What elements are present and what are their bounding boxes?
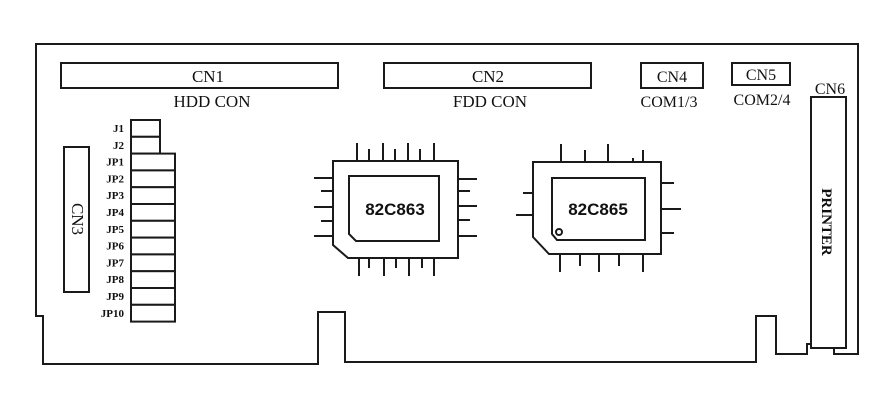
cn6-id: CN6 — [815, 81, 845, 98]
jumper-label: JP6 — [106, 241, 124, 253]
jumper-jp7 — [130, 253, 176, 273]
chip2-die — [551, 177, 646, 241]
chip1-label: 82C863 — [365, 200, 425, 219]
jumper-label: JP7 — [106, 257, 124, 269]
cn5-id: CN5 — [746, 67, 776, 84]
cn1-id: CN1 — [192, 67, 224, 86]
jumper-label: JP3 — [106, 190, 124, 202]
jumper-jp1 — [130, 152, 176, 172]
jumper-label: JP9 — [106, 291, 124, 303]
chip-82c863: 82C863 — [314, 143, 477, 276]
cn3-connector — [63, 146, 90, 293]
jumper-label: J1 — [113, 123, 124, 135]
chip1-body — [332, 160, 459, 259]
cn6-label: PRINTER — [818, 188, 834, 256]
cn4-connector — [640, 62, 704, 89]
jumper-jp3 — [130, 186, 176, 205]
cn2-id: CN2 — [472, 67, 504, 86]
jumper-jp4 — [130, 203, 176, 222]
board-outline — [35, 43, 859, 365]
cn4-label: COM1/3 — [641, 94, 698, 111]
jumper-jp5 — [130, 219, 176, 239]
chip1-die — [348, 175, 440, 242]
jumper-jp10 — [130, 303, 176, 323]
jumper-jp6 — [130, 236, 176, 256]
cn5-connector — [731, 62, 791, 86]
jumper-label: J2 — [113, 140, 125, 152]
cn1-connector — [60, 62, 339, 89]
jumper-label: JP4 — [106, 207, 124, 219]
chip1-pins — [314, 143, 477, 276]
cn3-id: CN3 — [68, 203, 87, 235]
chip2-label: 82C865 — [568, 200, 628, 219]
chip2-body — [532, 161, 662, 255]
jumper-jp2 — [130, 169, 176, 189]
chip2-pin1-marker — [555, 228, 563, 236]
cn4-id: CN4 — [657, 69, 687, 86]
chip-82c865: 82C865 — [516, 144, 681, 272]
jumper-label: JP1 — [106, 157, 124, 169]
jumper-label: JP10 — [101, 308, 125, 320]
cn2-label: FDD CON — [453, 92, 527, 111]
jumper-label: JP2 — [106, 173, 124, 185]
jumper-jp9 — [130, 287, 176, 306]
cn1-label: HDD CON — [174, 92, 251, 111]
jumper-j1 — [130, 119, 161, 138]
jumper-label: JP8 — [106, 274, 124, 286]
cn5-label: COM2/4 — [734, 92, 791, 109]
jumper-jp8 — [130, 270, 176, 290]
cn6-connector — [810, 96, 847, 349]
cn2-connector — [383, 62, 592, 89]
jumper-j2 — [130, 135, 161, 155]
jumper-label: JP5 — [106, 224, 124, 236]
chip2-pins — [516, 144, 681, 272]
